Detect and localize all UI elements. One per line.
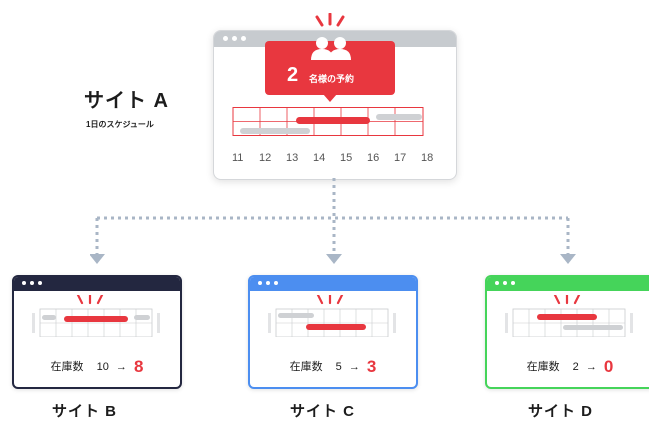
schedule-grid xyxy=(232,107,424,136)
hour-tick: 14 xyxy=(313,152,326,164)
window-dot-icon xyxy=(258,281,262,285)
reservation-count: 2 xyxy=(287,64,299,86)
reservation-text: 名様の予約 xyxy=(309,74,355,84)
site-b-window: 在庫数 10 → 8 xyxy=(12,275,182,389)
hour-tick: 15 xyxy=(340,152,353,164)
window-dot-icon xyxy=(38,281,42,285)
stock-label: 在庫数 xyxy=(289,361,323,373)
stock-label: 在庫数 xyxy=(50,361,84,373)
hour-tick: 12 xyxy=(259,152,272,164)
stock-before: 2 xyxy=(572,361,579,373)
window-dot-icon xyxy=(503,281,507,285)
window-dot-icon xyxy=(232,36,237,41)
stock-after: 8 xyxy=(133,357,144,376)
people-icon xyxy=(311,37,351,60)
stock-count: 在庫数 2 → 0 xyxy=(487,357,649,377)
sync-connector xyxy=(90,178,576,264)
window-dot-icon xyxy=(223,36,228,41)
stock-before: 5 xyxy=(335,361,342,373)
stock-label: 在庫数 xyxy=(526,361,560,373)
hour-tick: 13 xyxy=(286,152,299,164)
window-dot-icon xyxy=(511,281,515,285)
window-dot-icon xyxy=(241,36,246,41)
callout-tail xyxy=(323,94,337,102)
window-dot-icon xyxy=(30,281,34,285)
site-d-title: サイト D xyxy=(528,403,594,420)
arrow-down-icon xyxy=(326,254,342,264)
window-dot-icon xyxy=(22,281,26,285)
window-controls xyxy=(22,281,42,285)
arrow-down-icon xyxy=(560,254,576,264)
hour-tick: 16 xyxy=(367,152,380,164)
site-b-title: サイト B xyxy=(52,403,118,420)
window-titlebar xyxy=(487,277,649,291)
window-titlebar xyxy=(14,277,180,291)
site-a-subtitle: 1日のスケジュール xyxy=(86,120,154,129)
alert-sparks-icon xyxy=(315,13,345,27)
hour-axis: 11 12 13 14 15 16 17 18 xyxy=(230,152,440,166)
window-dot-icon xyxy=(495,281,499,285)
stock-count: 在庫数 10 → 8 xyxy=(14,357,180,377)
site-d-window: 在庫数 2 → 0 xyxy=(485,275,649,389)
arrow-right-icon: → xyxy=(585,361,597,373)
window-dot-icon xyxy=(274,281,278,285)
reservation-callout: 2 名様の予約 xyxy=(265,37,395,95)
site-c-title: サイト C xyxy=(290,403,356,420)
schedule-grid xyxy=(505,295,633,337)
stock-after: 0 xyxy=(603,357,614,376)
window-dot-icon xyxy=(266,281,270,285)
stock-after: 3 xyxy=(366,357,377,376)
window-controls xyxy=(258,281,278,285)
stock-before: 10 xyxy=(96,361,109,373)
hour-tick: 17 xyxy=(394,152,407,164)
window-controls xyxy=(495,281,515,285)
schedule-grid xyxy=(32,295,160,337)
hour-tick: 11 xyxy=(232,152,244,164)
arrow-down-icon xyxy=(90,254,105,264)
hour-tick: 18 xyxy=(421,152,434,164)
arrow-right-icon: → xyxy=(348,361,360,373)
stock-count: 在庫数 5 → 3 xyxy=(250,357,416,377)
arrow-right-icon: → xyxy=(115,361,127,373)
schedule-grid xyxy=(268,295,396,337)
site-c-window: 在庫数 5 → 3 xyxy=(248,275,418,389)
window-titlebar xyxy=(250,277,416,291)
window-controls xyxy=(223,36,246,41)
site-a-title: サイト A xyxy=(84,90,169,112)
